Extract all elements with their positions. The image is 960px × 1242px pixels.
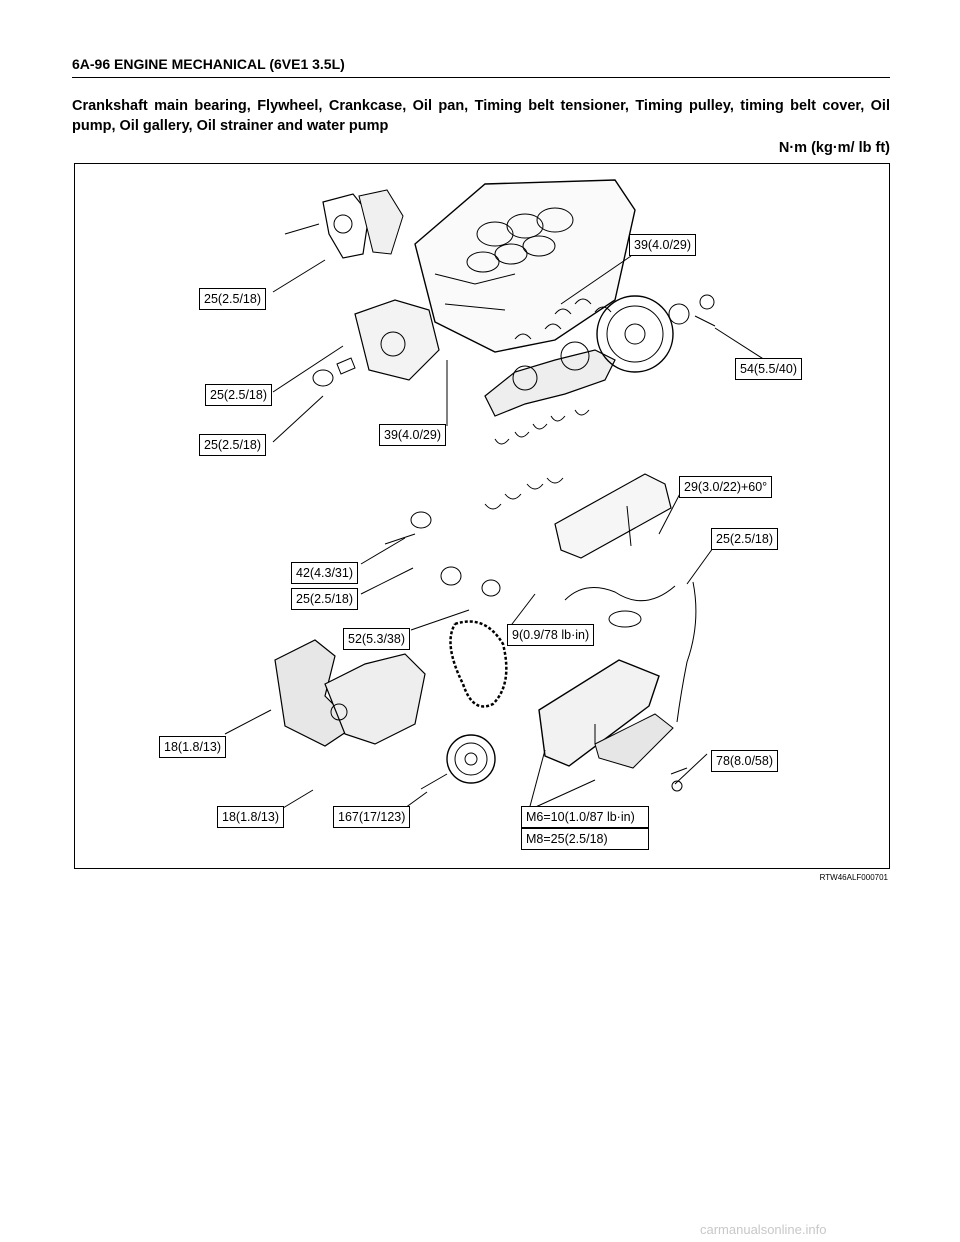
torque-label-crankcase-lower: 39(4.0/29) [379,424,446,446]
torque-label-tensioner-pulley: 25(2.5/18) [291,588,358,610]
header-label: 6A-96 ENGINE MECHANICAL (6VE1 3.5L) [72,56,345,72]
torque-label-oil-pump-1: 25(2.5/18) [205,384,272,406]
torque-label-idler-pulley: 52(5.3/38) [343,628,410,650]
exploded-view-figure: 25(2.5/18) 39(4.0/29) 54(5.5/40) 25(2.5/… [74,163,890,869]
torque-label-oil-gallery: 9(0.9/78 lb·in) [507,624,595,646]
torque-label-flywheel: 54(5.5/40) [735,358,802,380]
watermark: carmanualsonline.info [700,1222,827,1237]
torque-label-oil-pan-m6: M6=10(1.0/87 lb·in) [521,806,649,828]
torque-label-oil-strainer: 25(2.5/18) [711,528,778,550]
torque-label-tensioner: 42(4.3/31) [291,562,358,584]
torque-label-crankcase-upper: 39(4.0/29) [629,234,696,256]
engine-exploded-drawing [224,179,766,811]
torque-label-main-bearing-cap: 29(3.0/22)+60° [679,476,773,498]
torque-units: N·m (kg·m/ lb ft) [778,140,890,156]
page-header: 6A-96 ENGINE MECHANICAL (6VE1 3.5L) [72,56,890,78]
torque-label-water-pump: 25(2.5/18) [199,288,266,310]
torque-label-oil-pan-m8: M8=25(2.5/18) [521,828,649,850]
section-heading: Crankshaft main bearing, Flywheel, Crank… [72,98,890,134]
torque-label-drain-plug: 78(8.0/58) [711,750,778,772]
figure-id: RTW46ALF000701 [819,873,888,882]
torque-label-oil-pump-2: 25(2.5/18) [199,434,266,456]
torque-label-crank-pulley: 167(17/123) [333,806,411,828]
torque-label-timing-cover-upper: 18(1.8/13) [159,736,226,758]
torque-label-timing-cover-lower: 18(1.8/13) [217,806,284,828]
